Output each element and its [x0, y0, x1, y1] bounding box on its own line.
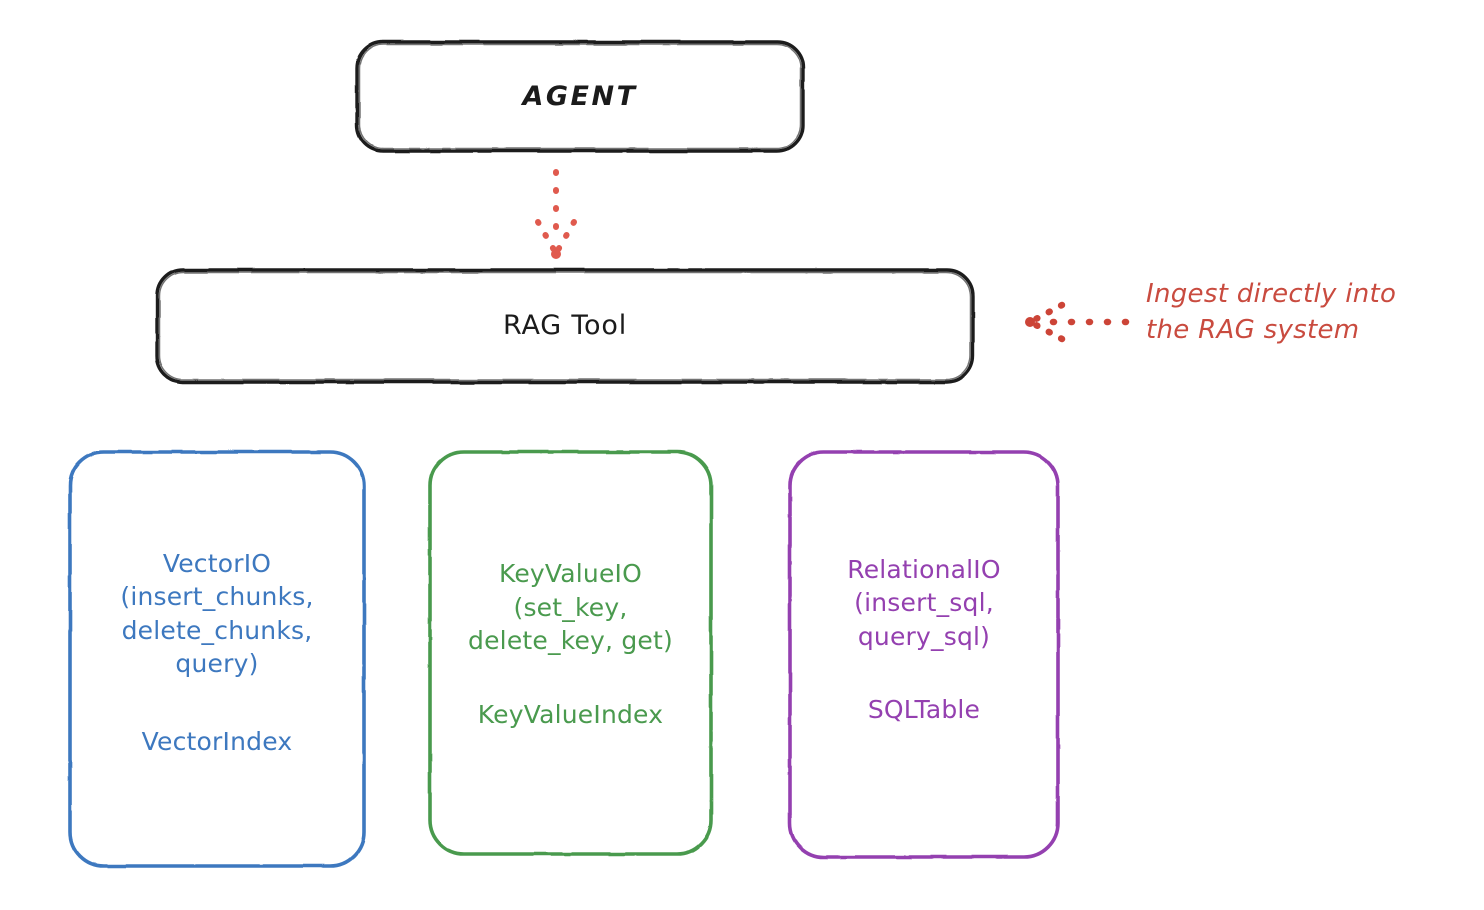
- vector-io-node[interactable]: VectorIO (insert_chunks, delete_chunks, …: [68, 450, 366, 868]
- ingest-annotation-text: Ingest directly into the RAG system: [1146, 279, 1397, 345]
- ingest-to-rag-tool-arrow: [1025, 301, 1130, 343]
- key-value-io-box-outline: [428, 450, 713, 856]
- sql-table-label: SQLTable: [867, 695, 981, 725]
- key-value-io-content: KeyValueIO (set_key, delete_key, get) Ke…: [428, 557, 713, 729]
- relational-io-label: RelationalIO (insert_sql, query_sql): [847, 554, 1001, 651]
- agent-node[interactable]: AGENT: [355, 40, 805, 153]
- key-value-io-node[interactable]: KeyValueIO (set_key, delete_key, get) Ke…: [428, 450, 713, 856]
- rag-tool-node[interactable]: RAG Tool: [155, 268, 975, 384]
- relational-io-content: RelationalIO (insert_sql, query_sql) SQL…: [788, 553, 1060, 725]
- relational-io-box-outline: [788, 450, 1060, 859]
- agent-box-outline: [355, 40, 805, 153]
- agent-label: AGENT: [522, 80, 638, 112]
- key-value-index-label: KeyValueIndex: [477, 699, 664, 729]
- vector-io-label: VectorIO (insert_chunks, delete_chunks, …: [120, 548, 314, 679]
- vector-io-content: VectorIO (insert_chunks, delete_chunks, …: [68, 547, 366, 756]
- ingest-annotation: Ingest directly into the RAG system: [1146, 277, 1476, 349]
- relational-io-node[interactable]: RelationalIO (insert_sql, query_sql) SQL…: [788, 450, 1060, 859]
- key-value-io-label: KeyValueIO (set_key, delete_key, get): [468, 559, 673, 656]
- rag-tool-label: RAG Tool: [502, 310, 627, 342]
- agent-to-rag-tool-arrow: [535, 169, 577, 259]
- rag-tool-box-outline: [155, 268, 975, 384]
- vector-index-label: VectorIndex: [141, 726, 293, 756]
- vector-io-box-outline: [68, 450, 366, 868]
